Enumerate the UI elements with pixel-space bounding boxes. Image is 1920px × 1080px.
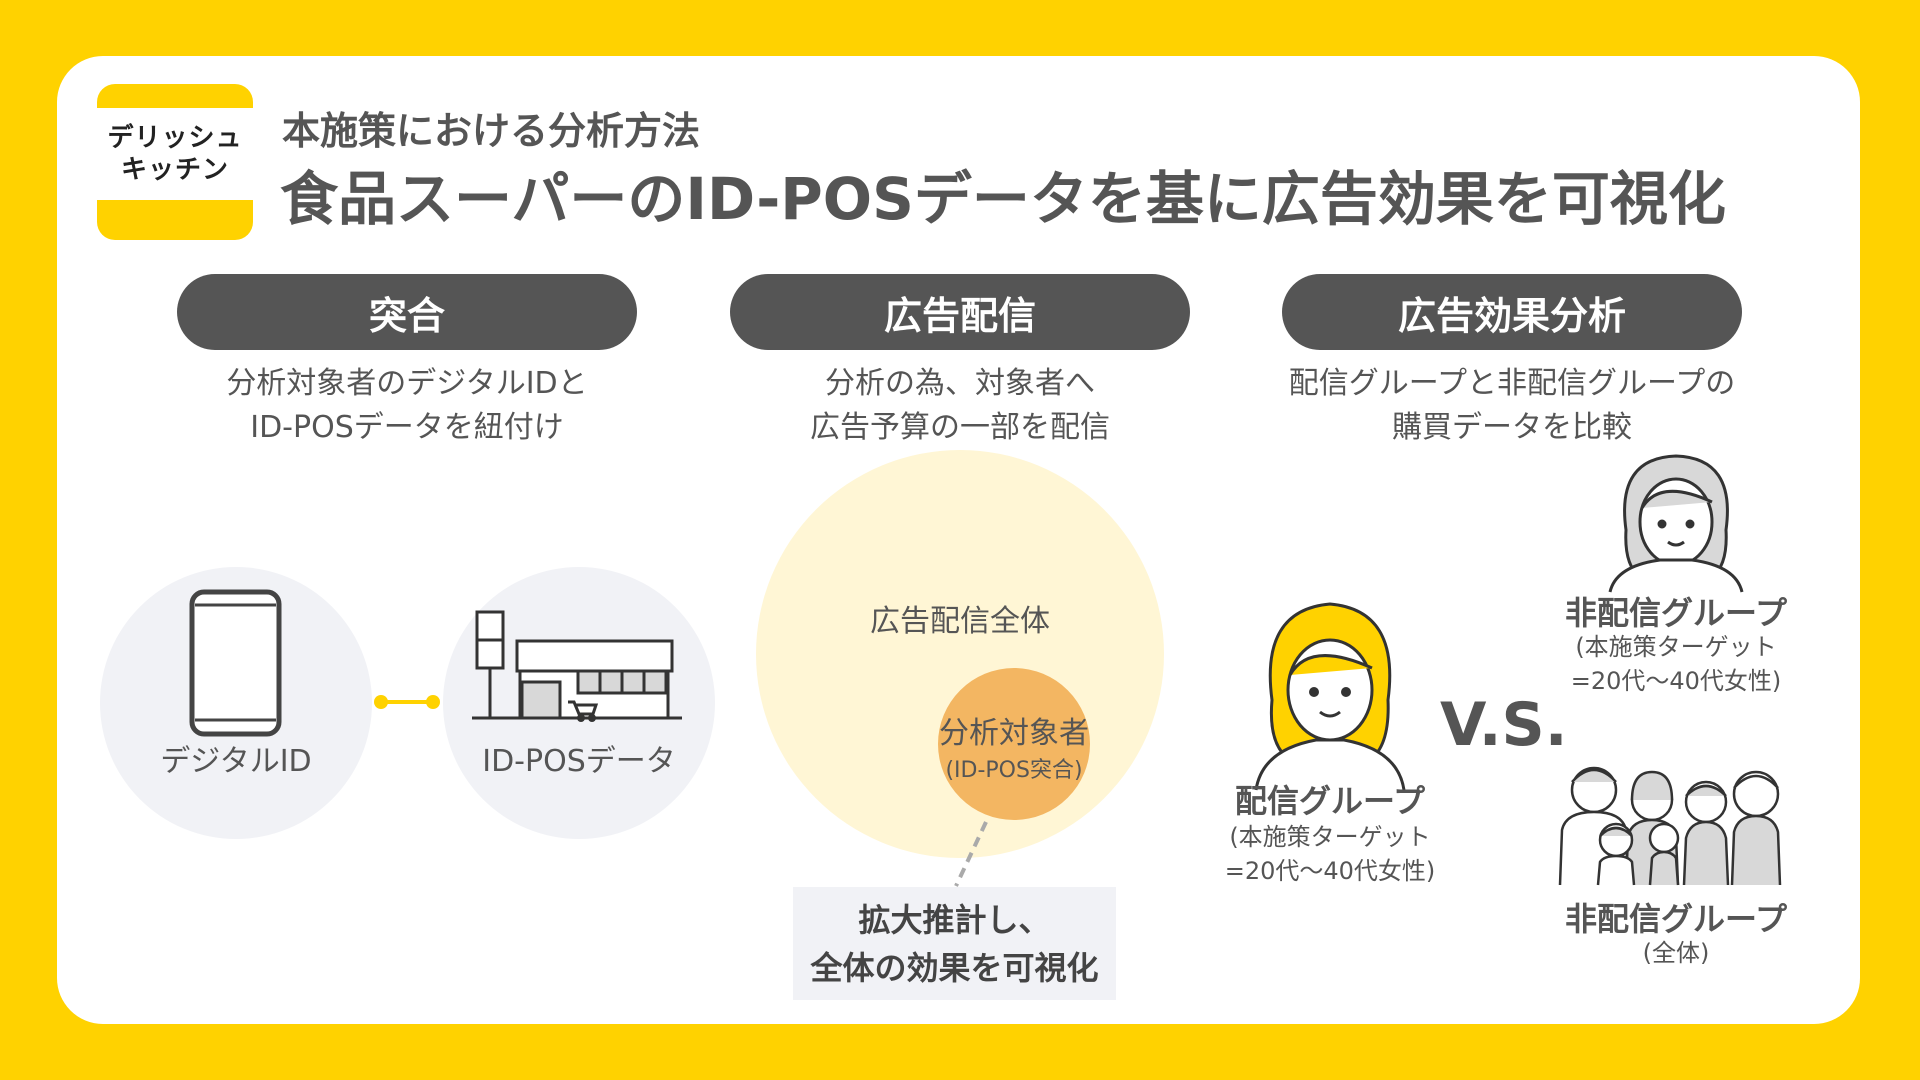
- desc-line: 購買データを比較: [1392, 410, 1632, 445]
- non-delivered-target-label: 非配信グループ: [1564, 594, 1788, 632]
- desc-line: 分析対象者のデジタルIDと: [226, 366, 588, 401]
- step-pill-analysis: 広告効果分析: [1282, 274, 1742, 350]
- step-desc-matching: 分析対象者のデジタルIDと ID-POSデータを紐付け: [127, 362, 687, 450]
- sub-line: =20代〜40代女性): [1570, 667, 1782, 695]
- analysis-target-circle: [938, 668, 1090, 820]
- supermarket-icon: [472, 610, 682, 722]
- callout-line: 拡大推計し、: [858, 900, 1051, 939]
- desc-line: 分析の為、対象者へ: [825, 366, 1095, 401]
- step-desc-analysis: 配信グループと非配信グループの 購買データを比較: [1232, 362, 1792, 450]
- link-connector-icon: [374, 695, 440, 709]
- delivered-group-sub: (本施策ターゲット =20代〜40代女性): [1200, 820, 1460, 888]
- woman-yellow-hair-icon: [1254, 602, 1406, 791]
- logo-text-panel: デリッシュ キッチン: [97, 108, 253, 200]
- step-pill-delivery: 広告配信: [730, 274, 1190, 350]
- analysis-target-label: 分析対象者: [939, 716, 1089, 751]
- family-group-icon: [1558, 766, 1782, 886]
- step-desc-delivery: 分析の為、対象者へ 広告予算の一部を配信: [680, 362, 1240, 450]
- sub-line: =20代〜40代女性): [1224, 857, 1436, 885]
- logo-line-1: デリッシュ: [107, 123, 243, 153]
- callout-line: 全体の効果を可視化: [810, 948, 1099, 987]
- digital-id-label: デジタルID: [160, 744, 312, 779]
- desc-line: ID-POSデータを紐付け: [250, 410, 564, 445]
- sub-line: (全体): [1642, 939, 1710, 967]
- woman-gray-hair-icon: [1608, 454, 1744, 593]
- step-pill-matching: 突合: [177, 274, 637, 350]
- logo-line-2: キッチン: [120, 155, 229, 185]
- page-subtitle: 本施策における分析方法: [282, 109, 701, 153]
- non-delivered-all-label: 非配信グループ: [1564, 900, 1788, 938]
- vs-label: V.S.: [1440, 690, 1568, 760]
- sub-line: (本施策ターゲット: [1575, 633, 1777, 661]
- brand-logo: デリッシュ キッチン: [97, 84, 253, 240]
- id-pos-label: ID-POSデータ: [482, 744, 676, 779]
- analysis-target-sublabel: (ID-POS突合): [945, 758, 1083, 783]
- desc-line: 広告予算の一部を配信: [810, 410, 1110, 445]
- extrapolation-callout: 拡大推計し、 全体の効果を可視化: [793, 887, 1116, 1000]
- non-delivered-all-sub: (全体): [1546, 936, 1806, 970]
- delivered-group-label: 配信グループ: [1234, 782, 1426, 820]
- non-delivered-target-sub: (本施策ターゲット =20代〜40代女性): [1546, 630, 1806, 698]
- delivery-whole-label: 広告配信全体: [870, 604, 1050, 639]
- sub-line: (本施策ターゲット: [1229, 823, 1431, 851]
- page-title: 食品スーパーのID-POSデータを基に広告効果を可視化: [280, 165, 1726, 233]
- smartphone-icon: [189, 589, 282, 737]
- desc-line: 配信グループと非配信グループの: [1288, 366, 1736, 401]
- callout-dashed-line: [954, 821, 988, 887]
